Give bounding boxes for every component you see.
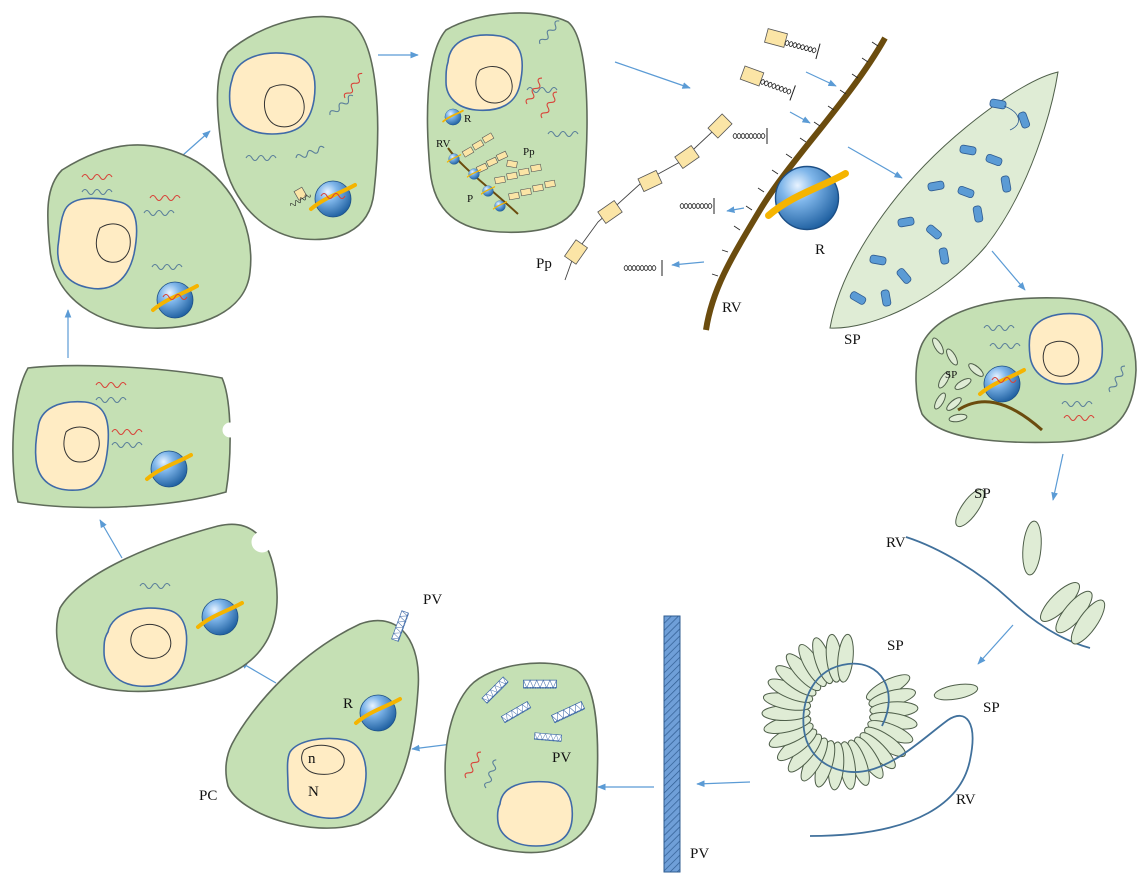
- label-pv: PV: [690, 846, 709, 862]
- label-sp: SP: [983, 700, 1000, 716]
- cell-stage-4: R RV Pp P: [427, 13, 586, 232]
- nucleus: [498, 782, 573, 846]
- label-sp: SP: [974, 486, 991, 502]
- label-pp-small: Pp: [523, 146, 535, 158]
- nucleolus: [64, 427, 99, 462]
- label-sp: SP: [887, 638, 904, 654]
- label-sp-small: SP: [945, 369, 957, 381]
- nucleolus: [264, 85, 304, 127]
- label-rv: RV: [886, 535, 906, 551]
- label-pv: PV: [423, 592, 442, 608]
- vesicle-assembly: RV SP: [886, 485, 1110, 648]
- spherule-ring: SP SP RV: [762, 634, 1000, 836]
- polyprotein-processing-zoom: R RV Pp: [536, 29, 885, 330]
- cell-stage-6: PV: [445, 663, 598, 853]
- label-pv: PV: [552, 750, 571, 766]
- label-r: R: [343, 696, 353, 712]
- plasma-membrane-bar: PV: [664, 616, 709, 872]
- nucleolus: [131, 624, 171, 658]
- cell-stage-1: [13, 366, 237, 508]
- label-r: R: [815, 242, 825, 258]
- nucleolus: [96, 224, 130, 262]
- label-r-small: R: [464, 113, 472, 125]
- nucleolus: [1043, 341, 1078, 376]
- cell-stage-5: SP: [916, 298, 1136, 443]
- spherule: [836, 634, 856, 683]
- nucleolus: [476, 66, 512, 103]
- label-p-small: P: [467, 193, 473, 205]
- label-rv: RV: [722, 300, 742, 316]
- label-n-small: n: [308, 751, 316, 767]
- label-pc: PC: [199, 788, 217, 804]
- cell-stage-8: [57, 524, 277, 691]
- cell-stage-3: [217, 17, 377, 240]
- label-pp: Pp: [536, 256, 552, 272]
- cell-stage-2: [48, 145, 251, 328]
- label-rv: RV: [956, 792, 976, 808]
- label-n-nucleus: N: [308, 784, 319, 800]
- label-sp: SP: [844, 332, 861, 348]
